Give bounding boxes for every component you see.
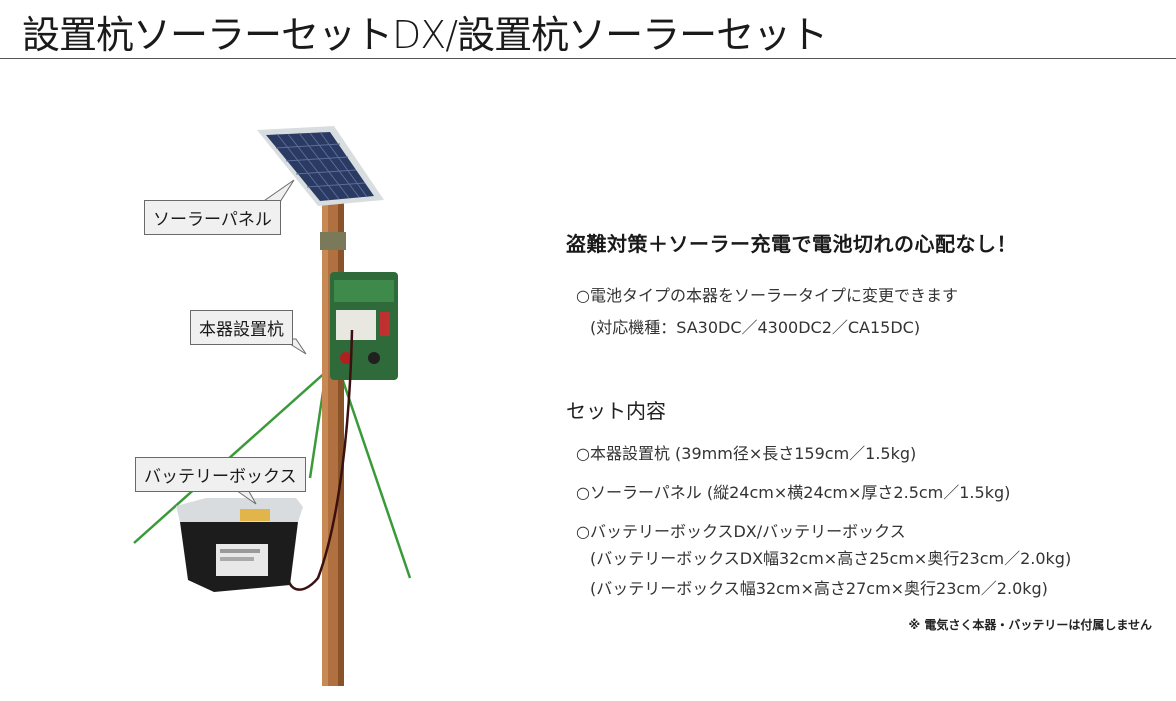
feature-heading: 盗難対策＋ソーラー充電で電池切れの心配なし！ <box>566 232 1017 256</box>
contents-item-1: ○本器設置杭 (39mm径×長さ159cm／1.5kg) <box>576 444 917 463</box>
contents-item-3-detail-1: (バッテリーボックスDX幅32cm×高さ25cm×奥行23cm／2.0kg) <box>590 549 1072 568</box>
feature-line-1: ○電池タイプの本器をソーラータイプに変更できます <box>576 286 958 305</box>
page-title: 設置杭ソーラーセットDX/設置杭ソーラーセット <box>22 13 828 57</box>
wire-left <box>133 369 329 544</box>
battery-box <box>176 498 303 592</box>
product-illustration <box>133 126 412 686</box>
solar-panel <box>257 126 384 206</box>
label-solar-panel: ソーラーパネル <box>144 200 281 235</box>
fence-device <box>330 272 398 380</box>
cable <box>286 329 354 591</box>
contents-item-3-detail-2: (バッテリーボックス幅32cm×高さ27cm×奥行23cm／2.0kg) <box>590 579 1048 598</box>
footnote: ※ 電気さく本器・バッテリーは付属しません <box>908 618 1153 632</box>
wire-right <box>338 371 412 579</box>
feature-line-2: (対応機種：SA30DC／4300DC2／CA15DC) <box>590 318 921 337</box>
contents-item-2: ○ソーラーパネル (縦24cm×横24cm×厚さ2.5cm／1.5kg) <box>576 483 1011 502</box>
title-divider <box>0 58 1176 59</box>
label-battery-box: バッテリーボックス <box>135 457 306 492</box>
contents-heading: セット内容 <box>566 399 666 423</box>
label-device-stake: 本器設置杭 <box>190 310 293 345</box>
contents-item-3: ○バッテリーボックスDX/バッテリーボックス <box>576 522 906 541</box>
